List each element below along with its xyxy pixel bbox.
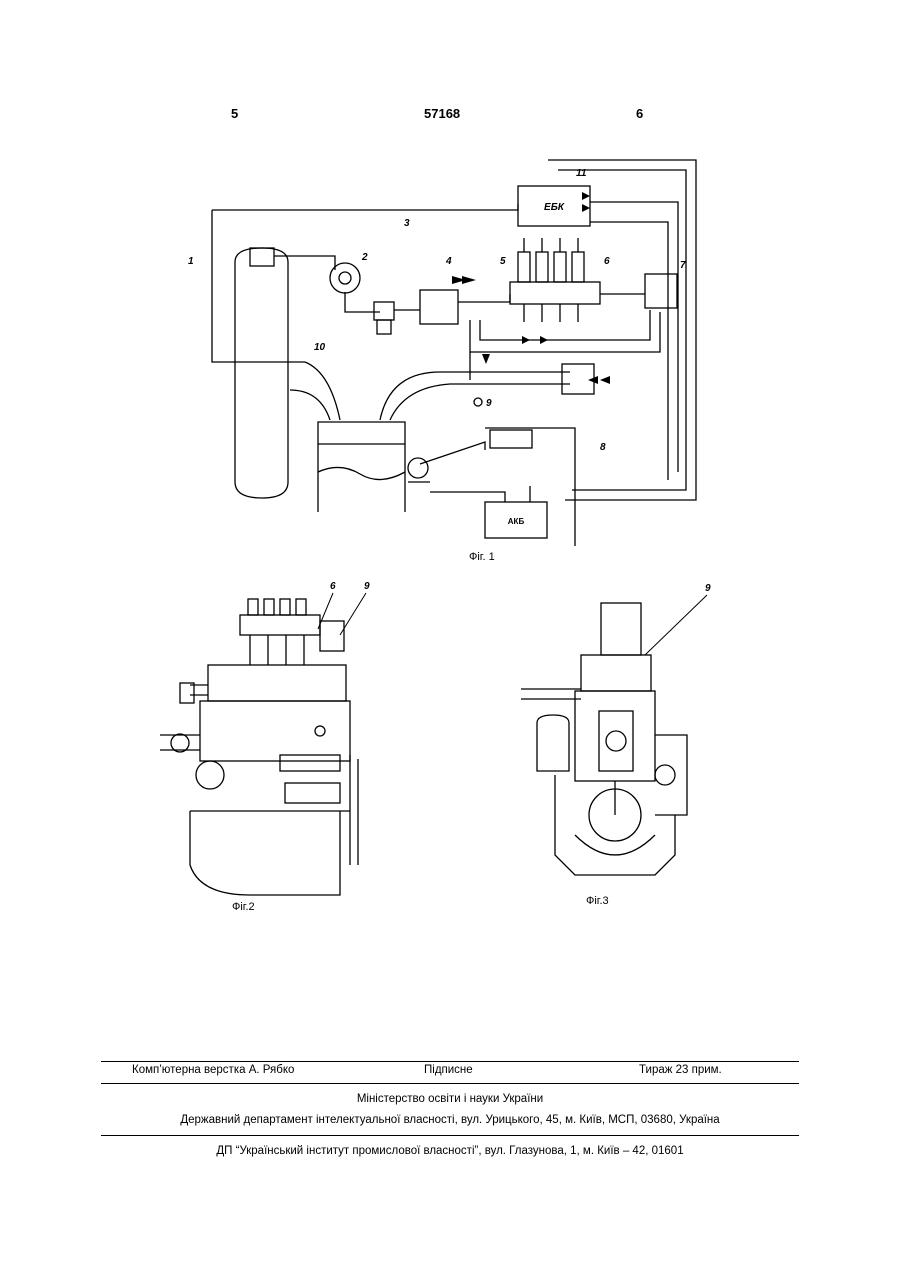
signed-note: Підписне [424,1064,473,1076]
patent-number: 57168 [424,106,460,121]
gas-cylinder [235,248,288,498]
ministry-line: Міністерство освіти і науки України [101,1093,799,1105]
label-9: 9 [364,581,370,592]
label-6: 6 [604,256,610,267]
label-6: 6 [330,581,336,592]
figure-1-schematic: ЕБК АКБ 1 2 3 4 5 6 7 8 9 10 11 [180,152,700,572]
department-line: Державний департамент інтелектуальної вл… [101,1114,799,1126]
label-9: 9 [705,583,711,594]
label-3: 3 [404,218,410,229]
figure-2-engine-side: 6 9 [150,575,380,905]
label-10: 10 [314,342,326,353]
figure-1-caption: Фіг. 1 [469,551,495,563]
label-7: 7 [680,260,686,271]
figure-3-engine-section: 9 [515,575,715,895]
page-number-right: 6 [636,106,643,121]
label-1: 1 [188,256,194,267]
label-9: 9 [486,398,492,409]
page-number-left: 5 [231,106,238,121]
footer-rule-bottom [101,1135,799,1136]
label-8: 8 [600,442,606,453]
institute-line: ДП “Український інститут промислової вла… [101,1145,799,1157]
label-4: 4 [445,256,452,267]
footer-rule-top [101,1061,799,1062]
ecu-label: ЕБК [544,202,565,213]
label-2: 2 [361,252,368,263]
footer-rule-middle [101,1083,799,1084]
figure-3-caption: Фіг.3 [586,895,609,907]
figure-2-caption: Фіг.2 [232,901,255,913]
typesetting-credit: Комп’ютерна верстка А. Рябко [132,1064,294,1076]
injector-rail [510,282,600,304]
label-5: 5 [500,256,506,267]
circulation-note: Тираж 23 прим. [639,1064,722,1076]
battery-label: АКБ [508,517,525,526]
label-11: 11 [576,168,587,179]
